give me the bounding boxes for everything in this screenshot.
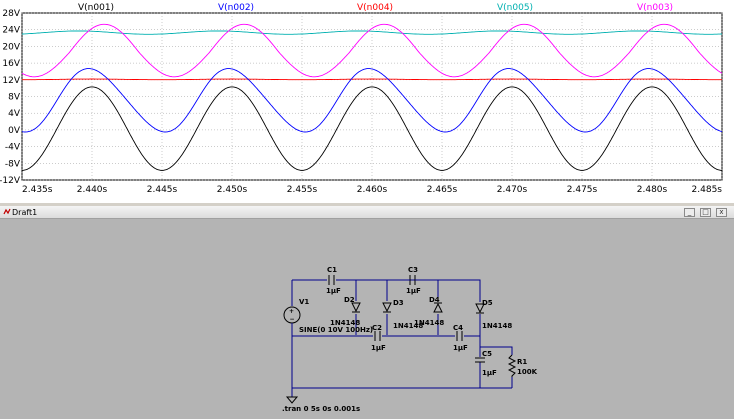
x-tick-label: 2.485s bbox=[692, 185, 723, 195]
capacitor-c5[interactable] bbox=[475, 357, 485, 363]
schematic-icon bbox=[3, 208, 11, 215]
label-d2: D2 bbox=[344, 296, 355, 304]
window-title: Draft1 bbox=[12, 208, 38, 217]
y-tick-label: 24V bbox=[2, 26, 20, 36]
voltage-source-v1[interactable]: + − bbox=[283, 306, 301, 336]
value-c1: 1µF bbox=[326, 287, 341, 295]
trace-vn001 bbox=[22, 86, 722, 171]
x-tick-label: 2.470s bbox=[497, 185, 528, 195]
model-d3: 1N4148 bbox=[393, 322, 423, 330]
diode-d5[interactable] bbox=[475, 303, 485, 314]
value-c2: 1µF bbox=[371, 344, 386, 352]
model-d4: 1N4148 bbox=[414, 319, 444, 327]
trace-vn005 bbox=[22, 30, 722, 35]
diode-d4[interactable] bbox=[433, 302, 443, 313]
trace-label-n005[interactable]: V(n005) bbox=[497, 3, 533, 13]
trace-label-n003[interactable]: V(n003) bbox=[637, 3, 673, 13]
ground-symbol bbox=[285, 396, 299, 404]
value-r1: 100K bbox=[517, 368, 538, 376]
plot-grid bbox=[21, 12, 723, 181]
y-tick-label: 28V bbox=[2, 9, 20, 19]
trace-label-n001[interactable]: V(n001) bbox=[78, 3, 114, 13]
spice-directive[interactable]: .tran 0 5s 0s 0.001s bbox=[282, 405, 360, 413]
svg-text:−: − bbox=[290, 316, 295, 323]
y-tick-label: -4V bbox=[5, 143, 21, 153]
value-v1: SINE(0 10V 100Hz) bbox=[299, 326, 373, 334]
value-c5: 1µF bbox=[482, 369, 497, 377]
label-d3: D3 bbox=[393, 299, 404, 307]
y-tick-label: 8V bbox=[8, 93, 21, 103]
y-tick-label: 20V bbox=[2, 42, 20, 52]
x-tick-label: 2.455s bbox=[287, 185, 318, 195]
label-r1: R1 bbox=[517, 358, 527, 366]
plot-traces bbox=[21, 23, 723, 171]
x-axis-ticks: 2.435s 2.440s 2.445s 2.450s 2.455s 2.460s 2.46… bbox=[22, 185, 722, 195]
trace-vn002 bbox=[21, 68, 723, 133]
close-button[interactable]: x bbox=[716, 208, 727, 217]
label-c5: C5 bbox=[482, 350, 492, 358]
label-v1: V1 bbox=[299, 298, 309, 306]
restore-button[interactable]: □ bbox=[700, 208, 711, 217]
x-tick-label: 2.435s bbox=[22, 185, 53, 195]
y-tick-label: -12V bbox=[0, 176, 21, 186]
x-tick-label: 2.480s bbox=[637, 185, 668, 195]
pane-splitter[interactable] bbox=[0, 203, 734, 206]
label-d5: D5 bbox=[482, 299, 493, 307]
y-tick-label: 12V bbox=[2, 76, 20, 86]
y-tick-label: -8V bbox=[5, 159, 21, 169]
x-tick-label: 2.445s bbox=[147, 185, 178, 195]
capacitor-c3[interactable] bbox=[387, 275, 438, 285]
x-tick-label: 2.465s bbox=[427, 185, 458, 195]
diode-d3[interactable] bbox=[382, 302, 392, 313]
y-tick-label: 0V bbox=[8, 126, 21, 136]
schematic-window-titlebar[interactable]: Draft1 _ □ x bbox=[0, 206, 734, 219]
y-tick-label: 4V bbox=[8, 109, 21, 119]
schematic-wires bbox=[291, 279, 513, 397]
diode-d2[interactable] bbox=[351, 302, 361, 313]
label-d4: D4 bbox=[429, 296, 440, 304]
value-c4: 1µF bbox=[453, 344, 468, 352]
trace-vn004 bbox=[22, 78, 722, 81]
x-tick-label: 2.450s bbox=[217, 185, 248, 195]
capacitor-c4[interactable] bbox=[456, 331, 463, 341]
schematic-canvas[interactable]: + − C1 1µF C3 1µF D2 1N4148 D3 1N4148 D4… bbox=[0, 219, 734, 415]
label-c1: C1 bbox=[327, 266, 337, 274]
x-tick-label: 2.475s bbox=[567, 185, 598, 195]
y-tick-label: 16V bbox=[2, 59, 20, 69]
x-tick-label: 2.460s bbox=[357, 185, 388, 195]
model-d2: 1N4148 bbox=[330, 319, 360, 327]
trace-vn003 bbox=[21, 23, 723, 78]
capacitor-c1[interactable] bbox=[328, 275, 335, 285]
capacitor-c2[interactable] bbox=[374, 331, 381, 341]
minimize-button[interactable]: _ bbox=[684, 208, 695, 217]
trace-label-n004[interactable]: V(n004) bbox=[357, 3, 393, 13]
resistor-r1[interactable] bbox=[507, 354, 517, 377]
label-c2: C2 bbox=[372, 324, 382, 332]
label-c3: C3 bbox=[408, 266, 418, 274]
label-c4: C4 bbox=[453, 324, 463, 332]
value-c3: 1µF bbox=[406, 287, 421, 295]
y-axis-ticks: 28V 24V 20V 16V 12V 8V 4V 0V -4V -8V -12V bbox=[0, 9, 21, 186]
x-tick-label: 2.440s bbox=[77, 185, 108, 195]
trace-label-n002[interactable]: V(n002) bbox=[218, 3, 254, 13]
model-d5: 1N4148 bbox=[482, 322, 512, 330]
svg-text:+: + bbox=[289, 308, 294, 315]
